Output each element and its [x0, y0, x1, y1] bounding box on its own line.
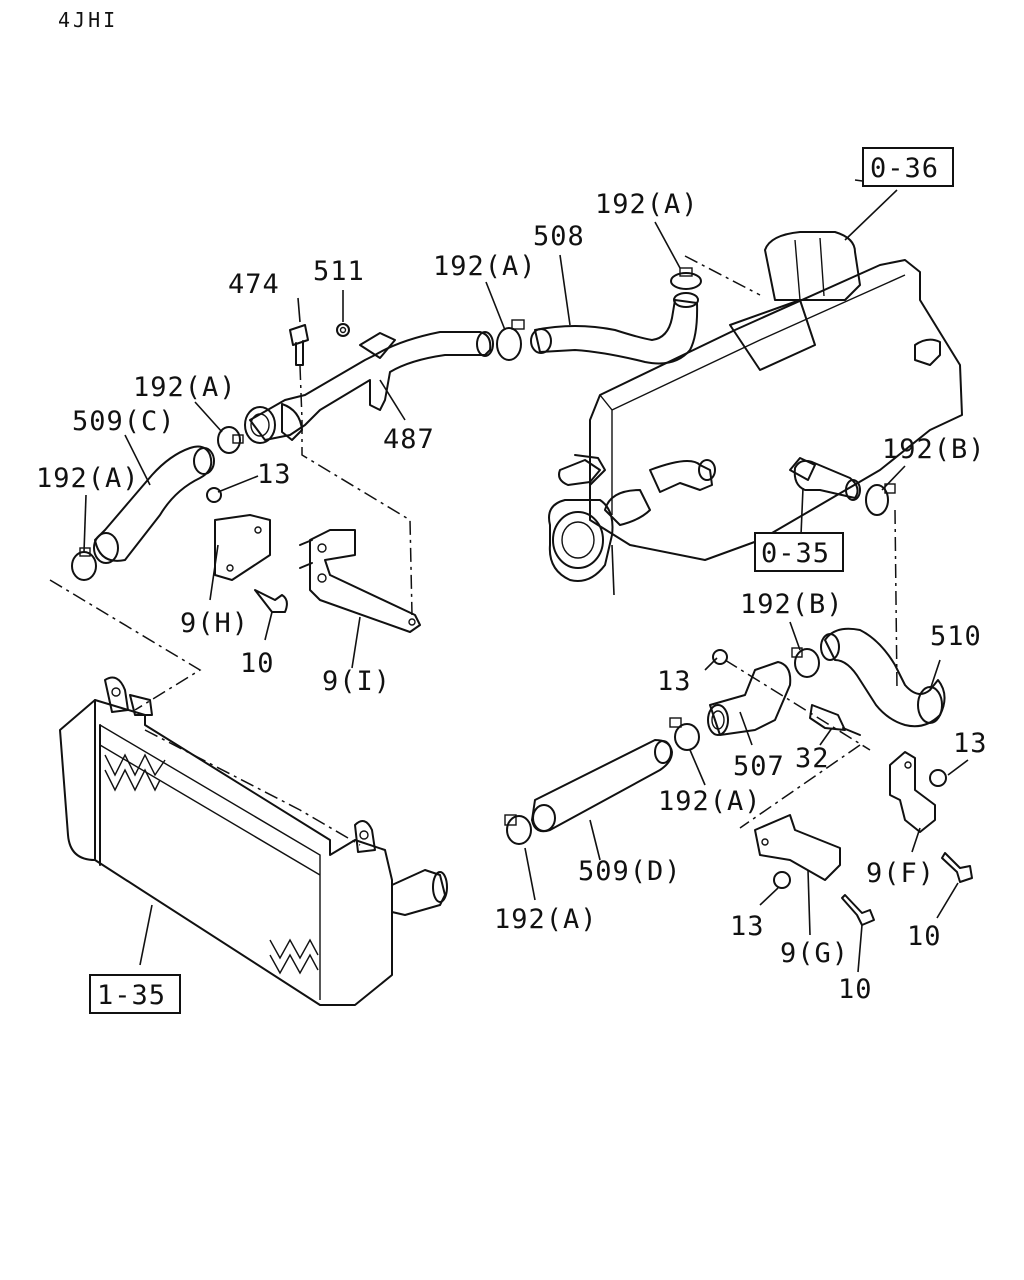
ref-box-0-36-label: 0-36 [870, 153, 939, 184]
hose-510 [820, 627, 946, 728]
callout-192a: 192(A) [595, 189, 699, 220]
ref-box-0-35-label: 0-35 [761, 538, 830, 569]
callout-13: 13 [657, 666, 692, 697]
callout-509c: 509(C) [72, 406, 176, 437]
callout-10: 10 [240, 648, 275, 679]
bracket-9h [214, 514, 271, 581]
callout-192a: 192(A) [494, 904, 598, 935]
clamps [71, 267, 896, 845]
callout-192b: 192(B) [740, 589, 844, 620]
callout-507: 507 [733, 751, 785, 782]
callout-10: 10 [907, 921, 942, 952]
ref-box-0-35[interactable]: 0-35 [754, 532, 844, 572]
callout-10: 10 [838, 974, 873, 1005]
intercooler [59, 676, 448, 1006]
pipe-507 [707, 661, 792, 736]
callout-9h: 9(H) [180, 608, 249, 639]
callout-508: 508 [533, 221, 585, 252]
bracket-9f [889, 751, 936, 833]
callout-192a: 192(A) [36, 463, 140, 494]
callout-511: 511 [313, 256, 365, 287]
hose-508 [530, 292, 699, 365]
callout-510: 510 [930, 621, 982, 652]
callout-13: 13 [953, 728, 988, 759]
callout-487: 487 [383, 424, 435, 455]
center-lines [49, 255, 898, 846]
bracket-9i [309, 529, 421, 633]
pipe-0-35-assembly [789, 457, 861, 501]
ref-box-1-35-label: 1-35 [97, 980, 166, 1011]
callout-32: 32 [795, 743, 830, 774]
pipe-487 [244, 331, 494, 444]
callout-labels: 474 511 192(A) 508 192(A) 192(A) 509(C) … [36, 189, 988, 1005]
leader-lines [83, 179, 969, 973]
callout-474: 474 [228, 269, 280, 300]
ref-box-1-35[interactable]: 1-35 [89, 974, 181, 1014]
callout-13: 13 [730, 911, 765, 942]
callout-192a: 192(A) [658, 786, 762, 817]
callout-13: 13 [257, 459, 292, 490]
model-code: 4JHI [58, 8, 118, 32]
callout-9g: 9(G) [780, 938, 849, 969]
callout-9i: 9(I) [322, 666, 391, 697]
engine-block [548, 231, 963, 596]
hose-509d [531, 739, 673, 833]
callout-192b: 192(B) [882, 434, 986, 465]
bracket-9g [754, 814, 841, 881]
hose-509c [93, 445, 215, 564]
callout-192a: 192(A) [133, 372, 237, 403]
callout-509d: 509(D) [578, 856, 682, 887]
ref-box-0-36[interactable]: 0-36 [862, 147, 954, 187]
callout-9f: 9(F) [866, 858, 935, 889]
callout-192a: 192(A) [433, 251, 537, 282]
